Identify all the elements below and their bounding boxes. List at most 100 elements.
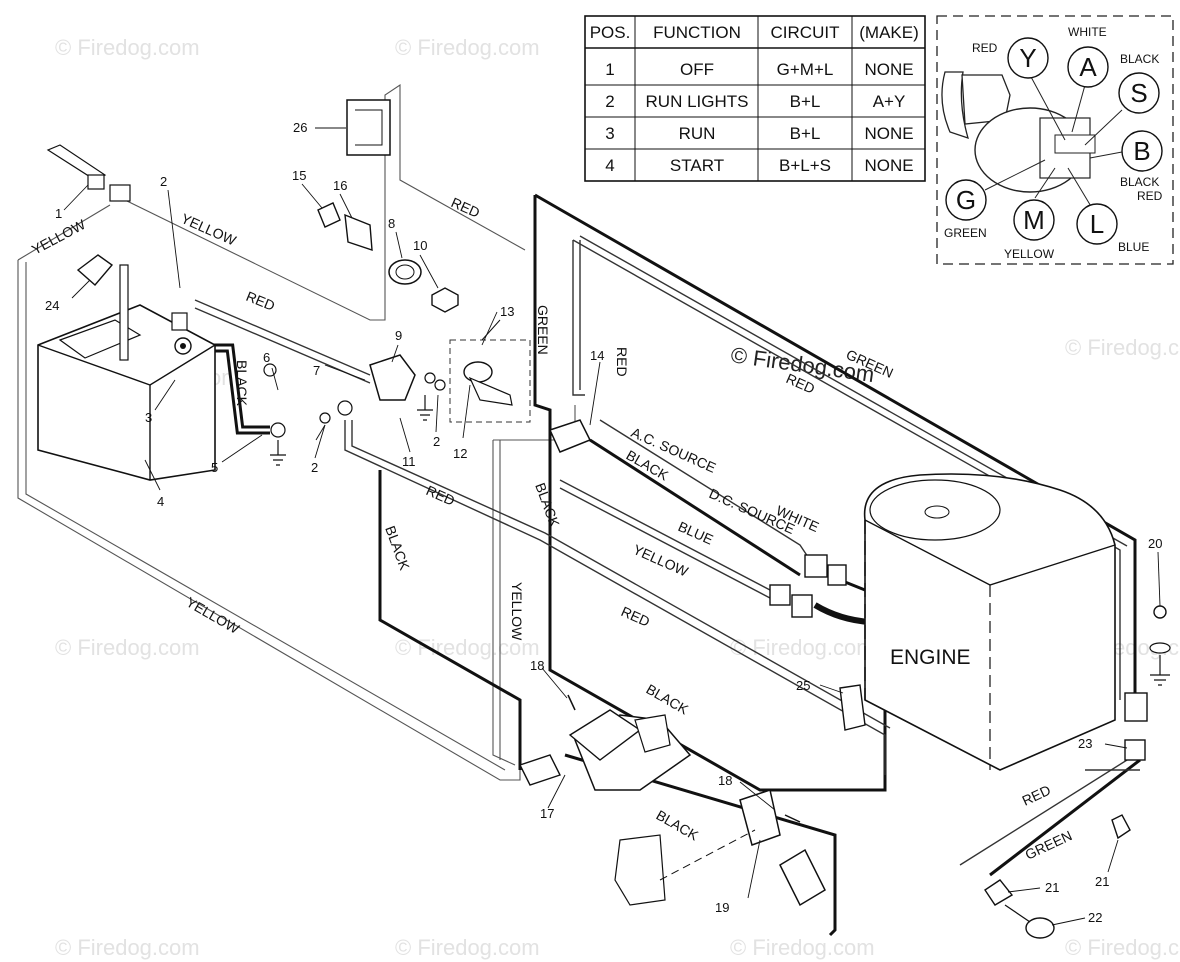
part-16: [344, 213, 373, 251]
callout-number: 18: [718, 773, 732, 788]
wire-label: YELLOW: [631, 541, 692, 580]
callout-number: 23: [1078, 736, 1092, 751]
detail-border: [936, 15, 1174, 265]
table-cell: 3: [605, 124, 614, 143]
wire-label: GREEN: [535, 305, 551, 355]
callout-number: 11: [402, 454, 416, 469]
wire-label: YELLOW: [29, 216, 89, 258]
part-25: [839, 684, 866, 731]
part-12-box: [449, 339, 531, 423]
wire-label: YELLOW: [184, 594, 243, 637]
callout-number: 19: [715, 900, 729, 915]
connector-1: [46, 144, 107, 181]
green-wire: [989, 758, 1141, 877]
part-18-screw: [784, 814, 801, 823]
engine-label: ENGINE: [890, 646, 971, 669]
watermark: © Firedog.com: [730, 635, 875, 660]
terminal-m: M: [1013, 199, 1055, 241]
terminal-letter: A: [1079, 52, 1097, 82]
red-wire: [572, 240, 585, 396]
yellow-wire: [492, 440, 516, 766]
callout-number: 21: [1045, 880, 1059, 895]
engine-connector: [804, 554, 828, 578]
key-icon: [941, 71, 969, 140]
table-header: (MAKE): [859, 23, 919, 42]
callout-number: 9: [395, 328, 402, 343]
part-18-screw: [567, 694, 576, 711]
wire-color-label: GREEN: [944, 226, 987, 240]
switch-function-table: POS. FUNCTION CIRCUIT (MAKE) 1 OFF G+M+L…: [584, 15, 926, 182]
callout-number: 7: [313, 363, 320, 378]
callout-number: 24: [45, 298, 59, 313]
callout-number: 2: [311, 460, 318, 475]
yellow-wire: [124, 83, 526, 321]
wire-color-label: BLUE: [1118, 240, 1149, 254]
table-cell: B+L: [790, 92, 821, 111]
watermark: © Firedog.com: [1065, 335, 1180, 360]
ac-black-wire: [589, 438, 801, 577]
wire-label: YELLOW: [509, 582, 525, 641]
engine-lead: [813, 602, 871, 625]
terminal-letter: G: [956, 185, 976, 215]
table-cell: NONE: [864, 156, 913, 175]
red-wire: [344, 420, 886, 775]
ground-icon: [417, 395, 433, 421]
black-wire: [534, 193, 1137, 700]
callout-number: 12: [453, 446, 467, 461]
ground-icon: [270, 440, 286, 466]
wire-label: RED: [424, 482, 458, 509]
part-24: [76, 254, 114, 286]
wire-label: RED: [619, 603, 653, 630]
part-15: [317, 202, 341, 228]
terminal-a: A: [1067, 46, 1109, 88]
wire-label: GREEN: [1023, 827, 1075, 863]
part-19-switch: [739, 789, 781, 846]
wire-color-label: BLACK: [1120, 52, 1159, 66]
callout-number: 5: [211, 460, 218, 475]
terminal-y: Y: [1007, 37, 1049, 79]
part-26-clip: [346, 99, 391, 156]
callout-number: 1: [55, 206, 62, 221]
part-20-bolt: [1153, 605, 1167, 619]
callout-number: 26: [293, 120, 307, 135]
callout-number: 3: [145, 410, 152, 425]
callout-number: 8: [388, 216, 395, 231]
terminal-b: B: [1121, 130, 1163, 172]
watermark: © Firedog.com: [395, 35, 540, 60]
table-cell: 1: [605, 60, 614, 79]
callout-number: 21: [1095, 874, 1109, 889]
wire-label: RED: [244, 288, 277, 314]
part-14-connector: [548, 419, 592, 453]
part-21: [984, 879, 1014, 906]
table-cell: OFF: [680, 60, 714, 79]
table-cell: START: [670, 156, 724, 175]
callout-number: 2: [160, 174, 167, 189]
terminal-g: G: [945, 179, 987, 221]
engine: ENGINE: [863, 473, 1116, 771]
blue-wire: [559, 479, 771, 591]
part-22: [1025, 917, 1055, 939]
terminal-letter: Y: [1019, 43, 1036, 73]
wire-color-label: YELLOW: [1004, 247, 1055, 261]
terminal-s: S: [1118, 72, 1160, 114]
part-10-nut: [431, 287, 459, 313]
callout-number: 2: [433, 434, 440, 449]
black-wire: [564, 753, 837, 937]
engine-connector: [769, 584, 791, 606]
callout-number: 16: [333, 178, 347, 193]
watermark: © Firedog.com: [55, 635, 200, 660]
part-23-connector: [1124, 692, 1148, 722]
ignition-switch-detail: Y A S B G M L RED WHITE BLACK BLACK: [936, 15, 1174, 265]
part-9-solenoid: [369, 354, 416, 401]
table-cell: NONE: [864, 124, 913, 143]
table-cell: RUN LIGHTS: [646, 92, 749, 111]
black-wire: [378, 470, 522, 770]
callout-number: 25: [796, 678, 810, 693]
callout-number: 13: [500, 304, 514, 319]
table-header: POS.: [590, 23, 631, 42]
wire-color-label: RED: [1137, 189, 1163, 203]
callout-number: 14: [590, 348, 604, 363]
wire-label: BLACK: [644, 681, 692, 718]
watermark: © Firedog.com: [395, 635, 540, 660]
wire-label: BLACK: [532, 481, 563, 530]
